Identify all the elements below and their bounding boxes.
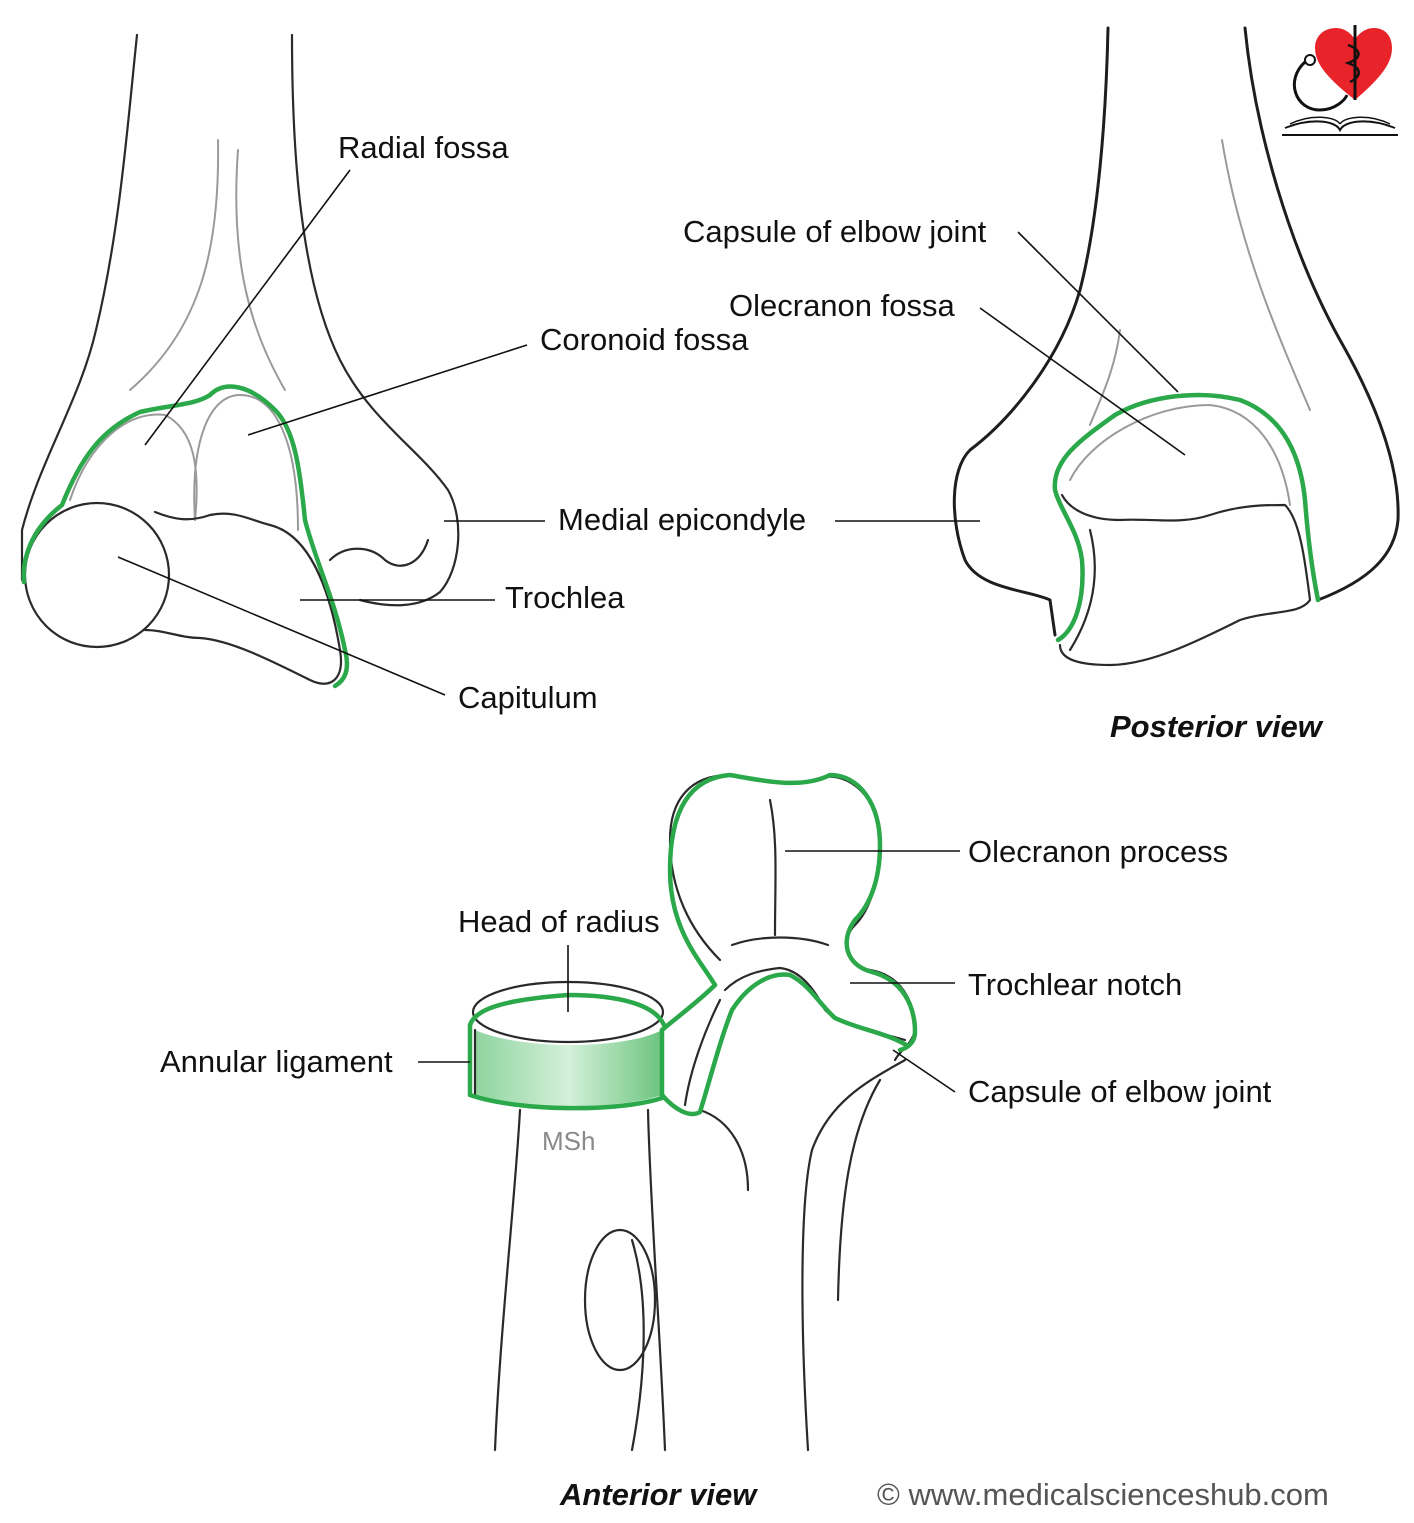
label-annular-ligament: Annular ligament	[160, 1044, 393, 1079]
label-capsule-anterior: Capsule of elbow joint	[968, 1074, 1272, 1109]
label-coronoid-fossa: Coronoid fossa	[540, 322, 749, 357]
label-olecranon-fossa: Olecranon fossa	[729, 288, 955, 323]
posterior-humerus-drawing	[952, 26, 1400, 667]
artist-initials: MSh	[542, 1126, 595, 1156]
anterior-humerus-drawing	[20, 33, 460, 689]
label-trochlear-notch: Trochlear notch	[968, 967, 1182, 1002]
label-medial-epicondyle: Medial epicondyle	[558, 502, 806, 537]
label-head-of-radius: Head of radius	[458, 904, 660, 939]
caption-anterior-view: Anterior view	[559, 1477, 758, 1512]
caption-posterior-view: Posterior view	[1110, 709, 1324, 744]
copyright-notice: © www.medicalscienceshub.com	[877, 1477, 1329, 1512]
heart-caduceus-book-logo	[1282, 25, 1398, 136]
label-olecranon-process: Olecranon process	[968, 834, 1228, 869]
label-capitulum: Capitulum	[458, 680, 598, 715]
label-trochlea: Trochlea	[505, 580, 625, 615]
anterior-humerus-leaders	[117, 169, 545, 696]
forearm-leaders	[418, 850, 960, 1093]
posterior-humerus-leaders	[835, 231, 1186, 522]
label-capsule-posterior: Capsule of elbow joint	[683, 214, 987, 249]
forearm-drawing	[467, 772, 918, 1452]
label-radial-fossa: Radial fossa	[338, 130, 509, 165]
